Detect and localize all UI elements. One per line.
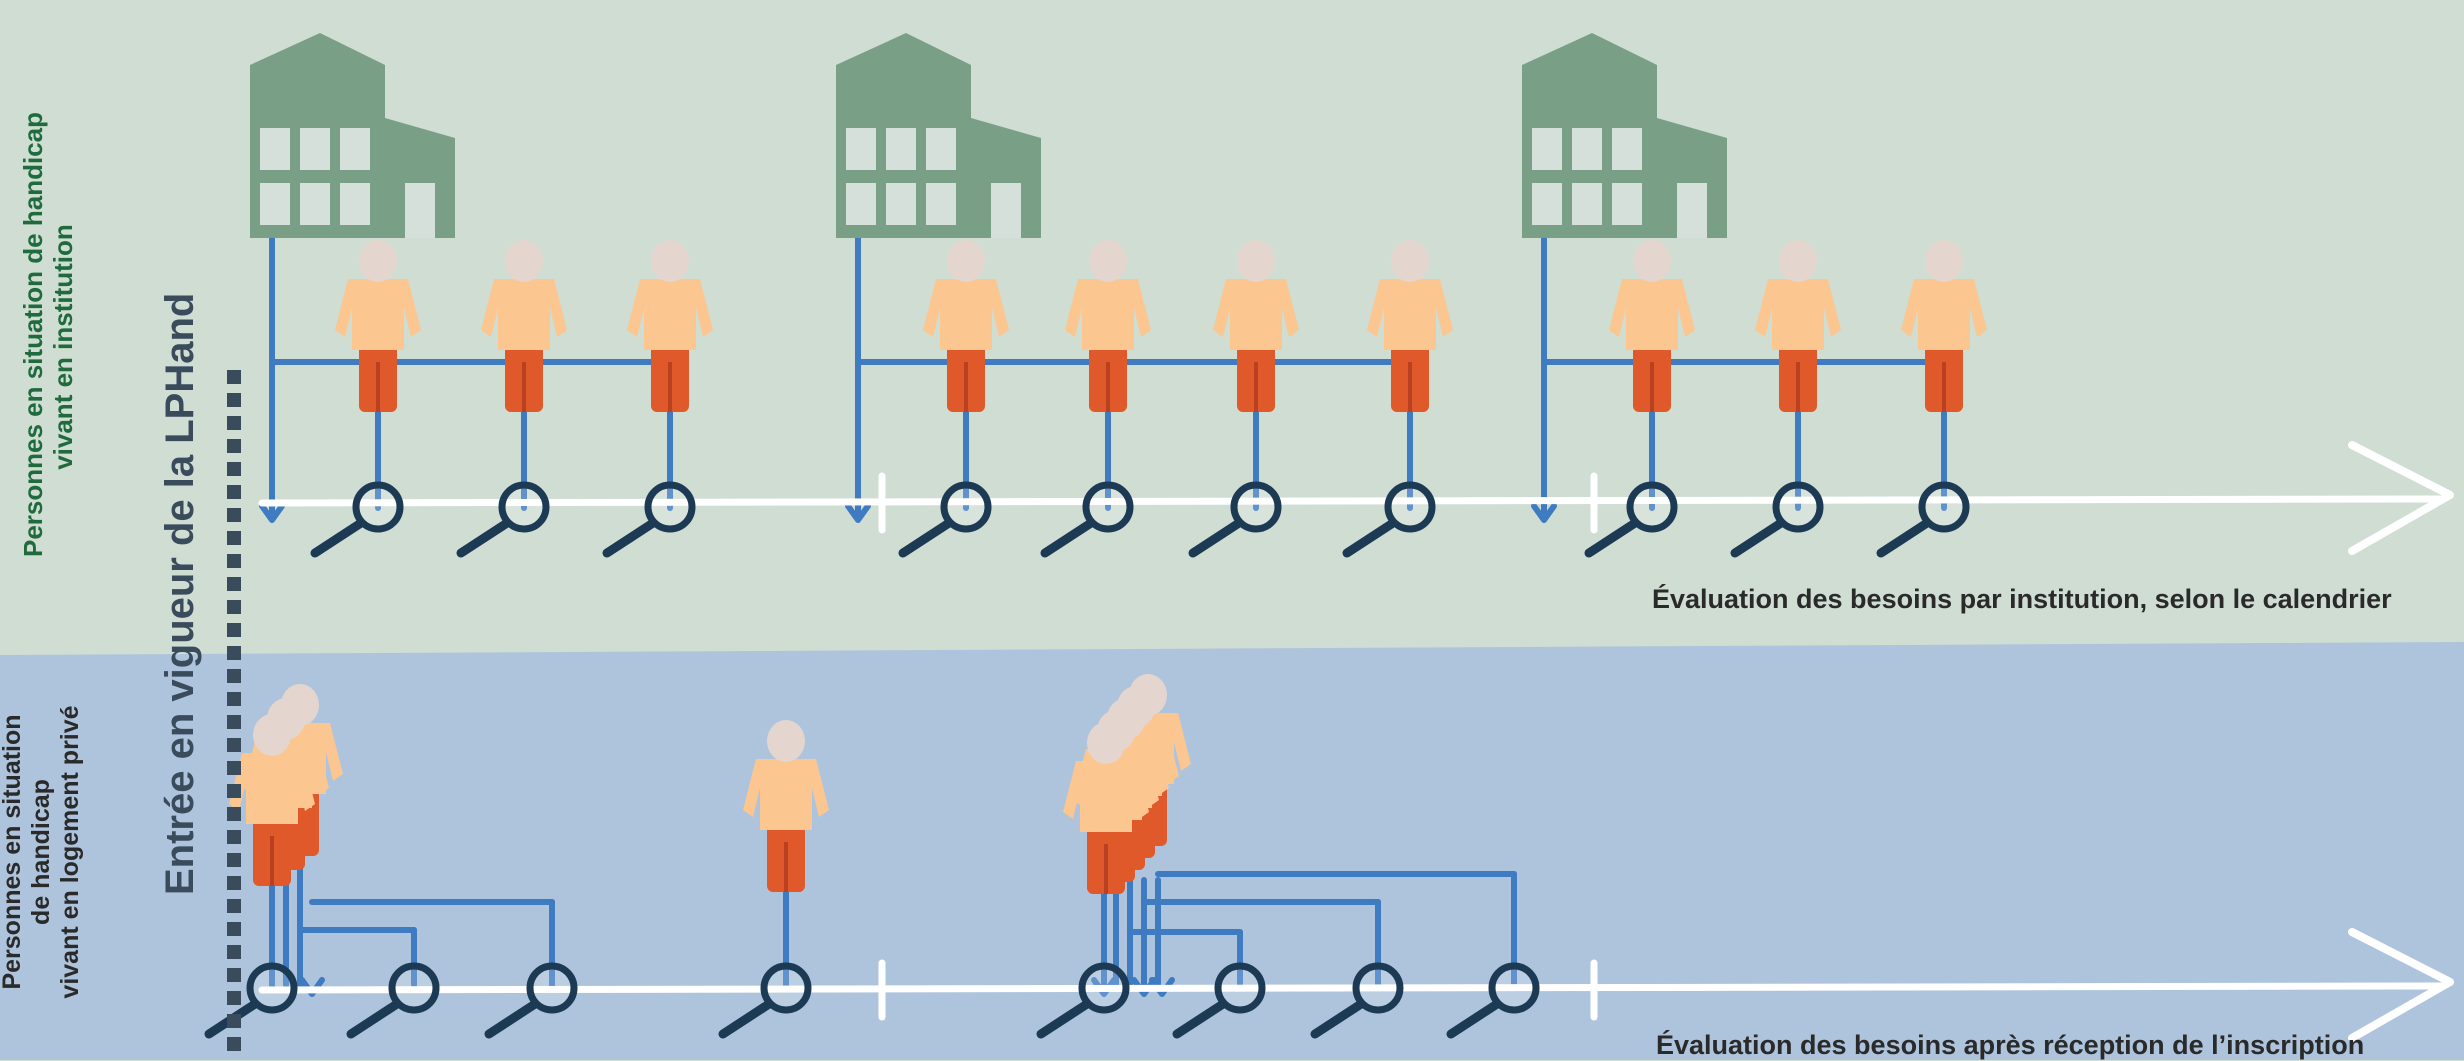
milestone-label: Entrée en vigueur de la LPHand [158,292,202,895]
magnifier-icon [718,962,812,1039]
persons [229,240,1987,894]
person-icon [1063,722,1149,894]
building-icon [836,33,1041,238]
evaluations [204,481,1970,1039]
person-icon [1213,240,1299,412]
magnifier-icon [1730,481,1824,558]
lane-label-private-line2: de handicap [26,779,55,925]
magnifier-icon [346,962,440,1039]
magnifier-icon [1876,481,1970,558]
lane-label-institution: Personnes en situation de handicap vivan… [18,112,81,557]
lane-label-institution-line1: Personnes en situation de handicap [18,112,48,557]
person-icon [1609,240,1695,412]
magnifier-icon [602,481,696,558]
person-icon [1065,240,1151,412]
lane-label-institution-line2: vivant en institution [47,224,78,470]
private-caption: Évaluation des besoins après réception d… [1656,1030,2365,1060]
person-icon [1755,240,1841,412]
timeline-line [258,495,2444,507]
building-icon [1522,33,1727,238]
person-icon [481,240,567,412]
magnifier-icon [1310,962,1404,1039]
arrow-icon [259,503,285,523]
lane-label-private: Personnes en situation de handicap vivan… [0,692,90,1012]
magnifier-icon [1172,962,1266,1039]
arrow-icon [1149,977,1175,997]
person-icon [335,240,421,412]
timeline-line [258,982,2444,994]
person-icon [229,714,315,886]
magnifier-icon [1188,481,1282,558]
person-icon [1901,240,1987,412]
person-icon [1367,240,1453,412]
magnifier-icon [1446,962,1540,1039]
building-icon [250,33,455,238]
magnifier-icon [310,481,404,558]
timeline-arrowhead-icon [2348,441,2454,555]
person-icon [627,240,713,412]
magnifier-icon [1040,481,1134,558]
magnifier-icon [1036,962,1130,1039]
private-lane-background [0,642,2464,1060]
person-icon [743,720,829,892]
magnifier-icon [456,481,550,558]
timeline-arrowhead-icon [2348,928,2454,1042]
magnifier-icon [1342,481,1436,558]
person-icon [923,240,1009,412]
institution-caption: Évaluation des besoins par institution, … [1652,584,2392,614]
timelines [258,441,2454,1042]
arrow-icon [845,503,871,523]
arrow-icon [1131,977,1157,997]
arrow-icon [1091,977,1117,997]
arrow-icon [299,977,325,997]
magnifier-icon [1584,481,1678,558]
arrow-icon [1531,503,1557,523]
magnifier-icon [898,481,992,558]
magnifier-icon [484,962,578,1039]
lane-label-private-line3: vivant en logement privé [55,705,84,999]
institutions [250,33,1727,238]
lane-label-private-line1: Personnes en situation [0,714,26,990]
